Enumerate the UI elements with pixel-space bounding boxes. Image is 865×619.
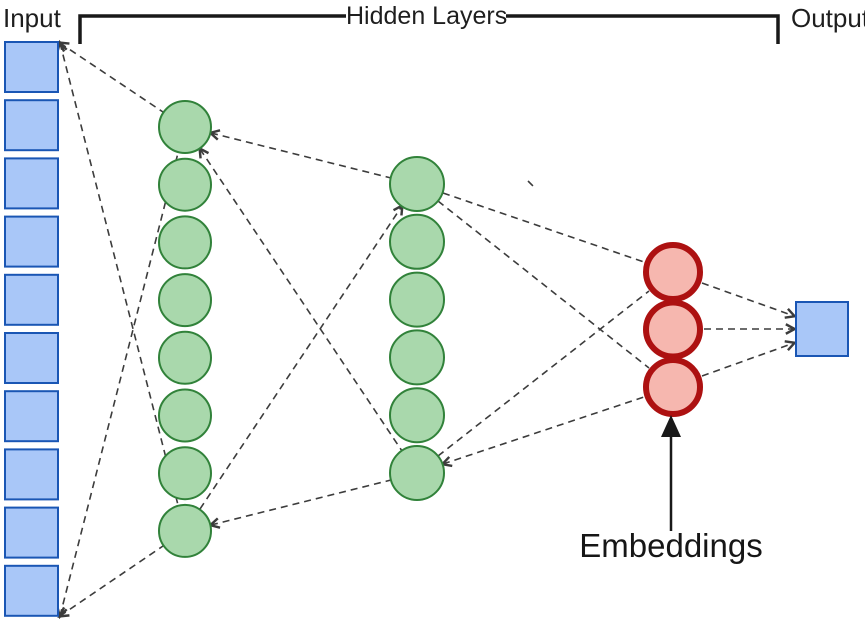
input-node bbox=[4, 390, 59, 443]
input-node bbox=[4, 564, 59, 617]
hidden-layers-bracket-left bbox=[78, 14, 346, 44]
connection-line bbox=[701, 282, 798, 319]
stray-mark bbox=[527, 180, 534, 187]
hidden1-node bbox=[158, 330, 212, 385]
connection-line bbox=[442, 192, 645, 263]
hidden1-node bbox=[158, 388, 212, 443]
input-node bbox=[4, 506, 59, 559]
output-label: Output bbox=[791, 3, 865, 33]
embedding-node bbox=[643, 357, 703, 417]
input-node bbox=[4, 273, 59, 326]
input-node bbox=[4, 157, 59, 210]
connection-line bbox=[198, 146, 403, 452]
hidden2-node bbox=[389, 445, 445, 501]
connection-line bbox=[56, 152, 179, 619]
connection-line bbox=[199, 203, 404, 510]
connection-line bbox=[207, 129, 392, 179]
input-node bbox=[4, 99, 59, 152]
hidden2-node bbox=[389, 213, 445, 270]
connection-line bbox=[701, 340, 798, 377]
hidden1-node bbox=[158, 446, 212, 501]
hidden2-node bbox=[389, 156, 445, 212]
connection-line bbox=[439, 396, 645, 468]
input-label: Input bbox=[3, 3, 61, 33]
embeddings-label: Embeddings bbox=[579, 527, 763, 564]
connection-line bbox=[57, 545, 164, 618]
connection-line bbox=[57, 41, 164, 113]
hidden2-node bbox=[389, 387, 445, 444]
hidden2-node bbox=[389, 271, 445, 328]
connection-line bbox=[437, 200, 650, 369]
input-node bbox=[4, 448, 59, 501]
hidden1-node bbox=[158, 503, 212, 558]
hidden-layers-bracket-right bbox=[506, 14, 780, 44]
output-node bbox=[795, 301, 849, 357]
hidden1-node bbox=[158, 273, 212, 328]
hidden1-node bbox=[158, 215, 212, 270]
hidden1-node bbox=[158, 100, 212, 154]
connection-line bbox=[207, 479, 392, 529]
input-node bbox=[4, 215, 59, 268]
hidden1-node bbox=[158, 157, 212, 212]
embedding-node bbox=[643, 299, 703, 360]
hidden2-node bbox=[389, 329, 445, 386]
input-node bbox=[4, 41, 59, 93]
embedding-node bbox=[643, 242, 703, 302]
connection-line bbox=[56, 39, 179, 506]
hidden-layers-label: Hidden Layers bbox=[346, 2, 508, 31]
input-node bbox=[4, 332, 59, 384]
embeddings-arrowhead-icon bbox=[661, 415, 681, 437]
connection-line bbox=[437, 290, 650, 457]
